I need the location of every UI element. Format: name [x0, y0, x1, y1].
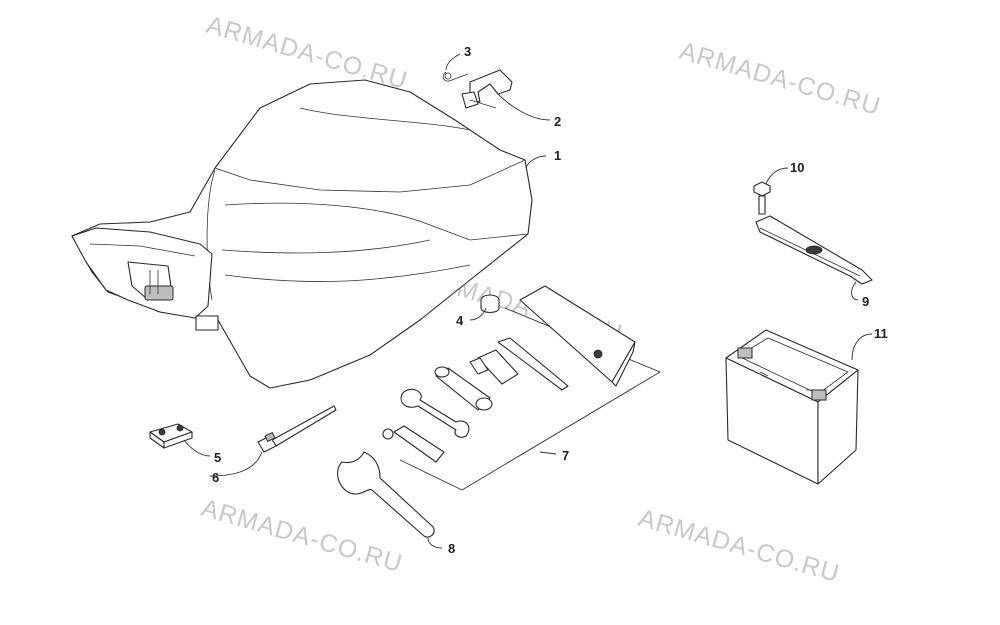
callout-1: 1 — [554, 148, 561, 163]
callout-8: 8 — [448, 541, 455, 556]
tool-kit-icon — [382, 285, 662, 491]
callout-7: 7 — [562, 448, 569, 463]
battery-strap-icon — [755, 215, 873, 285]
callout-labels: 1 2 3 4 5 6 7 8 9 10 11 — [212, 44, 888, 556]
callout-3: 3 — [464, 44, 471, 59]
battery-icon — [725, 329, 859, 485]
leader-lines — [183, 53, 873, 549]
bolt-icon — [753, 181, 771, 215]
clip-block-icon — [149, 423, 193, 449]
callout-5: 5 — [214, 450, 221, 465]
watermark: ARMADA-CO.RU — [635, 504, 843, 588]
seat-latch-bracket-icon — [461, 69, 513, 109]
callout-11: 11 — [874, 326, 888, 341]
watermark: ARMADA-CO.RU — [203, 11, 411, 95]
callout-9: 9 — [862, 294, 869, 309]
cable-tie-icon — [257, 405, 337, 453]
callout-6: 6 — [212, 470, 219, 485]
seat-icon — [71, 79, 533, 389]
watermark: ARMADA-CO.RU — [676, 37, 884, 121]
hairpin-clip-icon — [442, 71, 469, 82]
watermark: ARMADA-CO.RU — [198, 494, 406, 578]
callout-2: 2 — [554, 114, 561, 129]
spanner-wrench-icon — [337, 451, 435, 538]
callout-10: 10 — [790, 160, 804, 175]
callout-4: 4 — [456, 313, 464, 328]
rubber-bumper-icon — [480, 294, 500, 314]
